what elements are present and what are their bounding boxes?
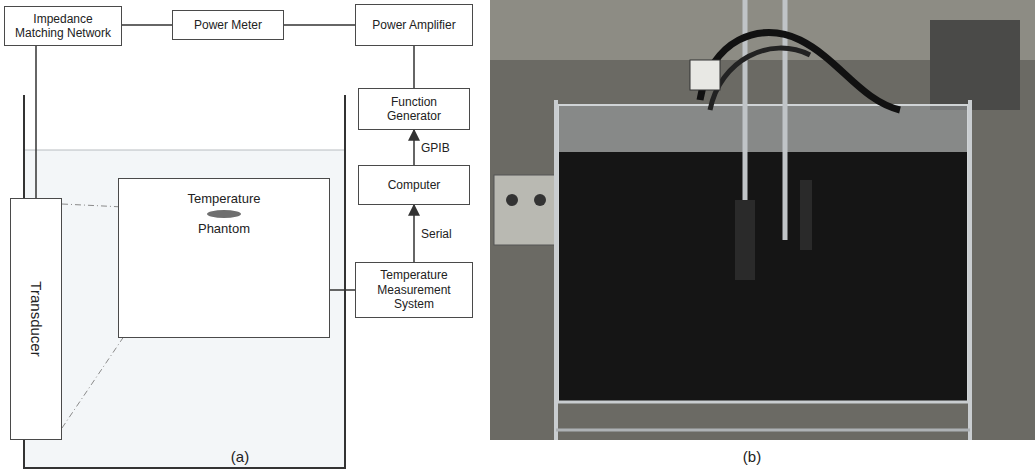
probe (800, 180, 812, 250)
tank-water (558, 152, 968, 402)
transducer-box: Transducer (10, 198, 62, 440)
process-box: Power Amplifier (355, 4, 473, 46)
frame-pole (968, 100, 972, 440)
panel-label: (b) (743, 448, 761, 465)
edge-label: GPIB (419, 141, 452, 155)
wire (413, 46, 415, 88)
arrow (413, 130, 415, 165)
panel-label: (a) (231, 448, 249, 465)
node-text: Function Generator (364, 95, 464, 124)
frame-rail (556, 429, 970, 432)
wire (35, 46, 37, 198)
process-box: Function Generator (358, 88, 470, 130)
node-text: Power Amplifier (372, 18, 455, 32)
node-text: Transducer (27, 281, 45, 356)
process-box: Computer (358, 165, 470, 205)
water (24, 150, 345, 468)
wire (330, 289, 355, 291)
tank-glass-top (558, 105, 968, 155)
frame-pole (554, 100, 558, 440)
clamp (690, 60, 720, 90)
photo-background (490, 0, 1035, 440)
phantom-box: TemperaturePhantom (118, 178, 330, 338)
frame-rail (556, 401, 970, 404)
process-box: Power Meter (172, 10, 284, 40)
node-text: Computer (388, 178, 441, 192)
knob (506, 194, 518, 206)
wire (284, 24, 355, 26)
wire (122, 24, 172, 26)
transducer-holder (735, 200, 755, 280)
node-text: Impedance Matching Network (10, 12, 116, 41)
signal-generator (494, 175, 564, 245)
arrow (413, 205, 415, 262)
tank-frame (558, 105, 968, 402)
node-text: Temperature (188, 191, 261, 207)
edge-label: Serial (419, 227, 454, 241)
node-text: Temperature Measurement System (361, 268, 467, 311)
equipment (930, 20, 1020, 110)
process-box: Impedance Matching Network (4, 6, 122, 46)
cable (710, 48, 810, 110)
cable (700, 33, 900, 111)
tank-outline (24, 95, 345, 468)
process-box: Temperature Measurement System (355, 262, 473, 318)
knob (534, 194, 546, 206)
node-text: Power Meter (194, 18, 262, 32)
heated-region (204, 207, 244, 221)
water-surface (24, 150, 345, 151)
node-text: Phantom (198, 221, 250, 237)
